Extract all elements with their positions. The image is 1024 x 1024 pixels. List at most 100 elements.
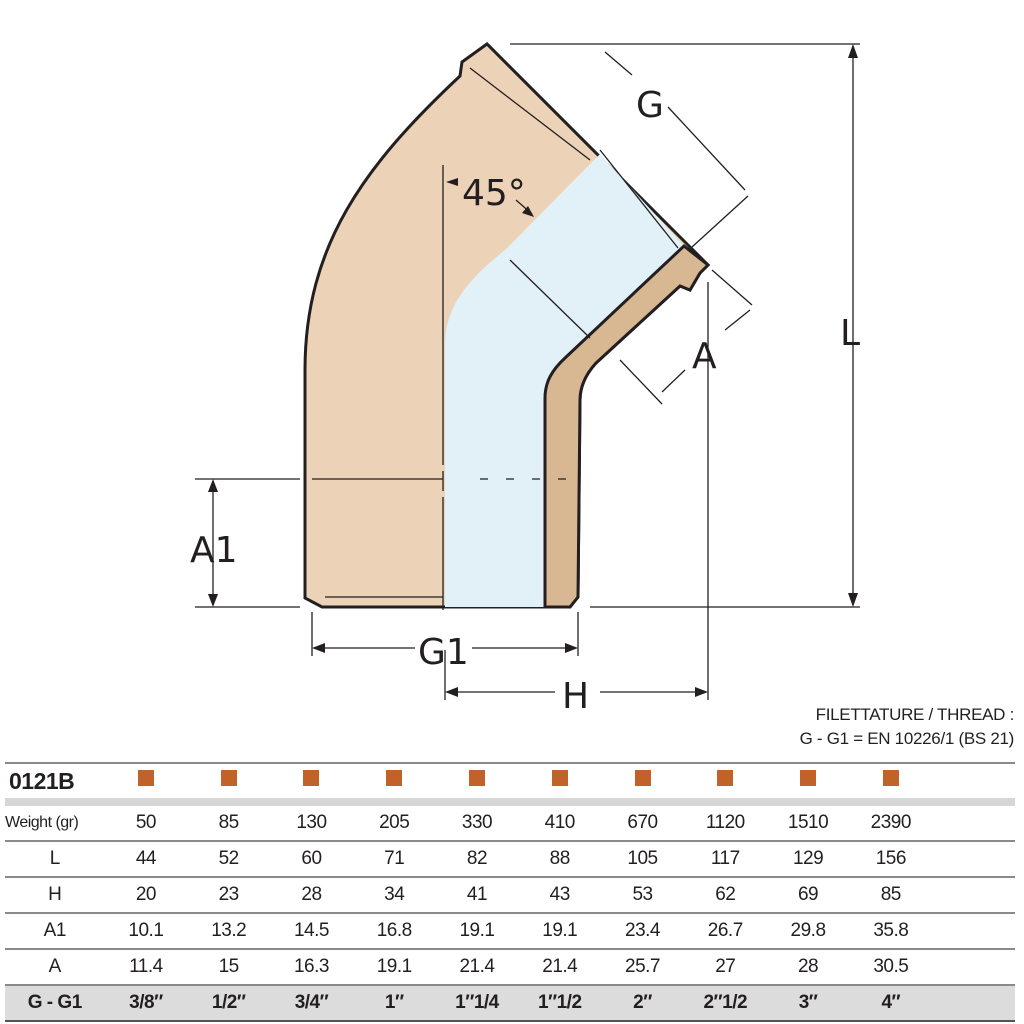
availability-marker [601, 762, 684, 798]
table-cell: 3/8″ [104, 985, 188, 1022]
thread-note-line2: G - G1 = EN 10226/1 (BS 21) [799, 729, 1015, 748]
table-cell: 21.4 [518, 949, 602, 986]
elbow-bore [445, 154, 684, 607]
table-cell: 4″ [849, 985, 933, 1022]
arrow-A1-bottom [208, 594, 218, 607]
availability-marker [849, 762, 933, 798]
marker-square-icon [468, 770, 485, 786]
availability-marker [104, 762, 188, 798]
table-cell: 50 [104, 806, 188, 842]
table-cell: 88 [518, 841, 602, 878]
row-label: H [5, 877, 105, 914]
table-cell: 85 [187, 806, 271, 842]
table-cell: 19.1 [352, 949, 436, 986]
table-cell: 41 [435, 877, 519, 914]
table-cell: 23.4 [601, 913, 684, 950]
table-cell: 13.2 [187, 913, 271, 950]
table-cell: 1510 [766, 806, 850, 842]
table-cell: 129 [766, 841, 850, 878]
marker-square-icon [386, 770, 403, 786]
marker-square-icon [551, 770, 568, 786]
table-cell: 2390 [849, 806, 933, 842]
table-cell: 410 [518, 806, 602, 842]
band-cell [5, 798, 1015, 806]
table-cell: 20 [104, 877, 188, 914]
arrow-H-left [445, 687, 458, 697]
marker-square-icon [882, 770, 899, 786]
table-cell: 43 [518, 877, 602, 914]
table-cell: 1″1/2 [518, 985, 602, 1022]
table-cell: 53 [601, 877, 684, 914]
arrow-G1-left [312, 643, 325, 653]
dim-ext-A2 [619, 359, 663, 405]
empty-cell [932, 913, 1015, 950]
empty-cell [932, 841, 1015, 878]
table-cell: 52 [187, 841, 271, 878]
row-label: G - G1 [5, 985, 105, 1022]
table-cell: 1″1/4 [435, 985, 519, 1022]
table-cell: 44 [104, 841, 188, 878]
table-cell: 82 [435, 841, 519, 878]
thread-note-line1: FILETTATURE / THREAD : [815, 705, 1015, 724]
availability-marker [683, 762, 767, 798]
table-cell: 1120 [683, 806, 767, 842]
table-cell: 28 [766, 949, 850, 986]
table-cell: 670 [601, 806, 684, 842]
table-cell: 69 [766, 877, 850, 914]
table-cell: 16.3 [270, 949, 353, 986]
table-cell: 1/2″ [187, 985, 271, 1022]
table-cell: 2″ [601, 985, 684, 1022]
separator-band [5, 798, 1015, 806]
arrow-45 [522, 206, 534, 217]
table-cell: 2″1/2 [683, 985, 767, 1022]
table-cell: 3″ [766, 985, 850, 1022]
socket-line [469, 67, 591, 161]
row-label: L [5, 841, 105, 878]
table-cell: 205 [352, 806, 436, 842]
availability-marker [518, 762, 602, 798]
availability-marker [270, 762, 353, 798]
marker-square-icon [137, 770, 154, 786]
table-cell: 11.4 [104, 949, 188, 986]
dim-label-G: G [636, 85, 664, 126]
dim-line-A [724, 309, 751, 331]
dim-line-Ab [661, 369, 686, 393]
row-label: Weight (gr) [5, 806, 105, 842]
dim-label-A1: A1 [190, 530, 238, 571]
table-cell: 71 [352, 841, 436, 878]
product-code: 0121B [5, 762, 105, 798]
table-cell: 60 [270, 841, 353, 878]
availability-marker [766, 762, 850, 798]
table-cell: 26.7 [683, 913, 767, 950]
table-cell: 85 [849, 877, 933, 914]
elbow-45-drawing: 45° G A L A1 G1 H [190, 42, 860, 717]
empty-cell [932, 762, 1015, 798]
marker-square-icon [800, 770, 817, 786]
table-cell: 25.7 [601, 949, 684, 986]
socket-line-2 [599, 149, 679, 249]
socket-depth-line [509, 259, 591, 339]
arrow-45-left [446, 178, 458, 186]
table-cell: 130 [270, 806, 353, 842]
dim-line-G [667, 106, 746, 191]
arrow-H-right [695, 687, 708, 697]
table-cell: 35.8 [849, 913, 933, 950]
table-cell: 27 [683, 949, 767, 986]
dim-ext-G [604, 51, 633, 76]
angle-label: 45° [462, 173, 526, 214]
table-cell: 62 [683, 877, 767, 914]
arrow-G1-right [565, 643, 578, 653]
table-cell: 23 [187, 877, 271, 914]
marker-square-icon [717, 770, 734, 786]
elbow-wall [543, 244, 711, 609]
table-cell: 30.5 [849, 949, 933, 986]
marker-square-icon [303, 770, 320, 786]
marker-square-icon [634, 770, 651, 786]
table-cell: 19.1 [435, 913, 519, 950]
